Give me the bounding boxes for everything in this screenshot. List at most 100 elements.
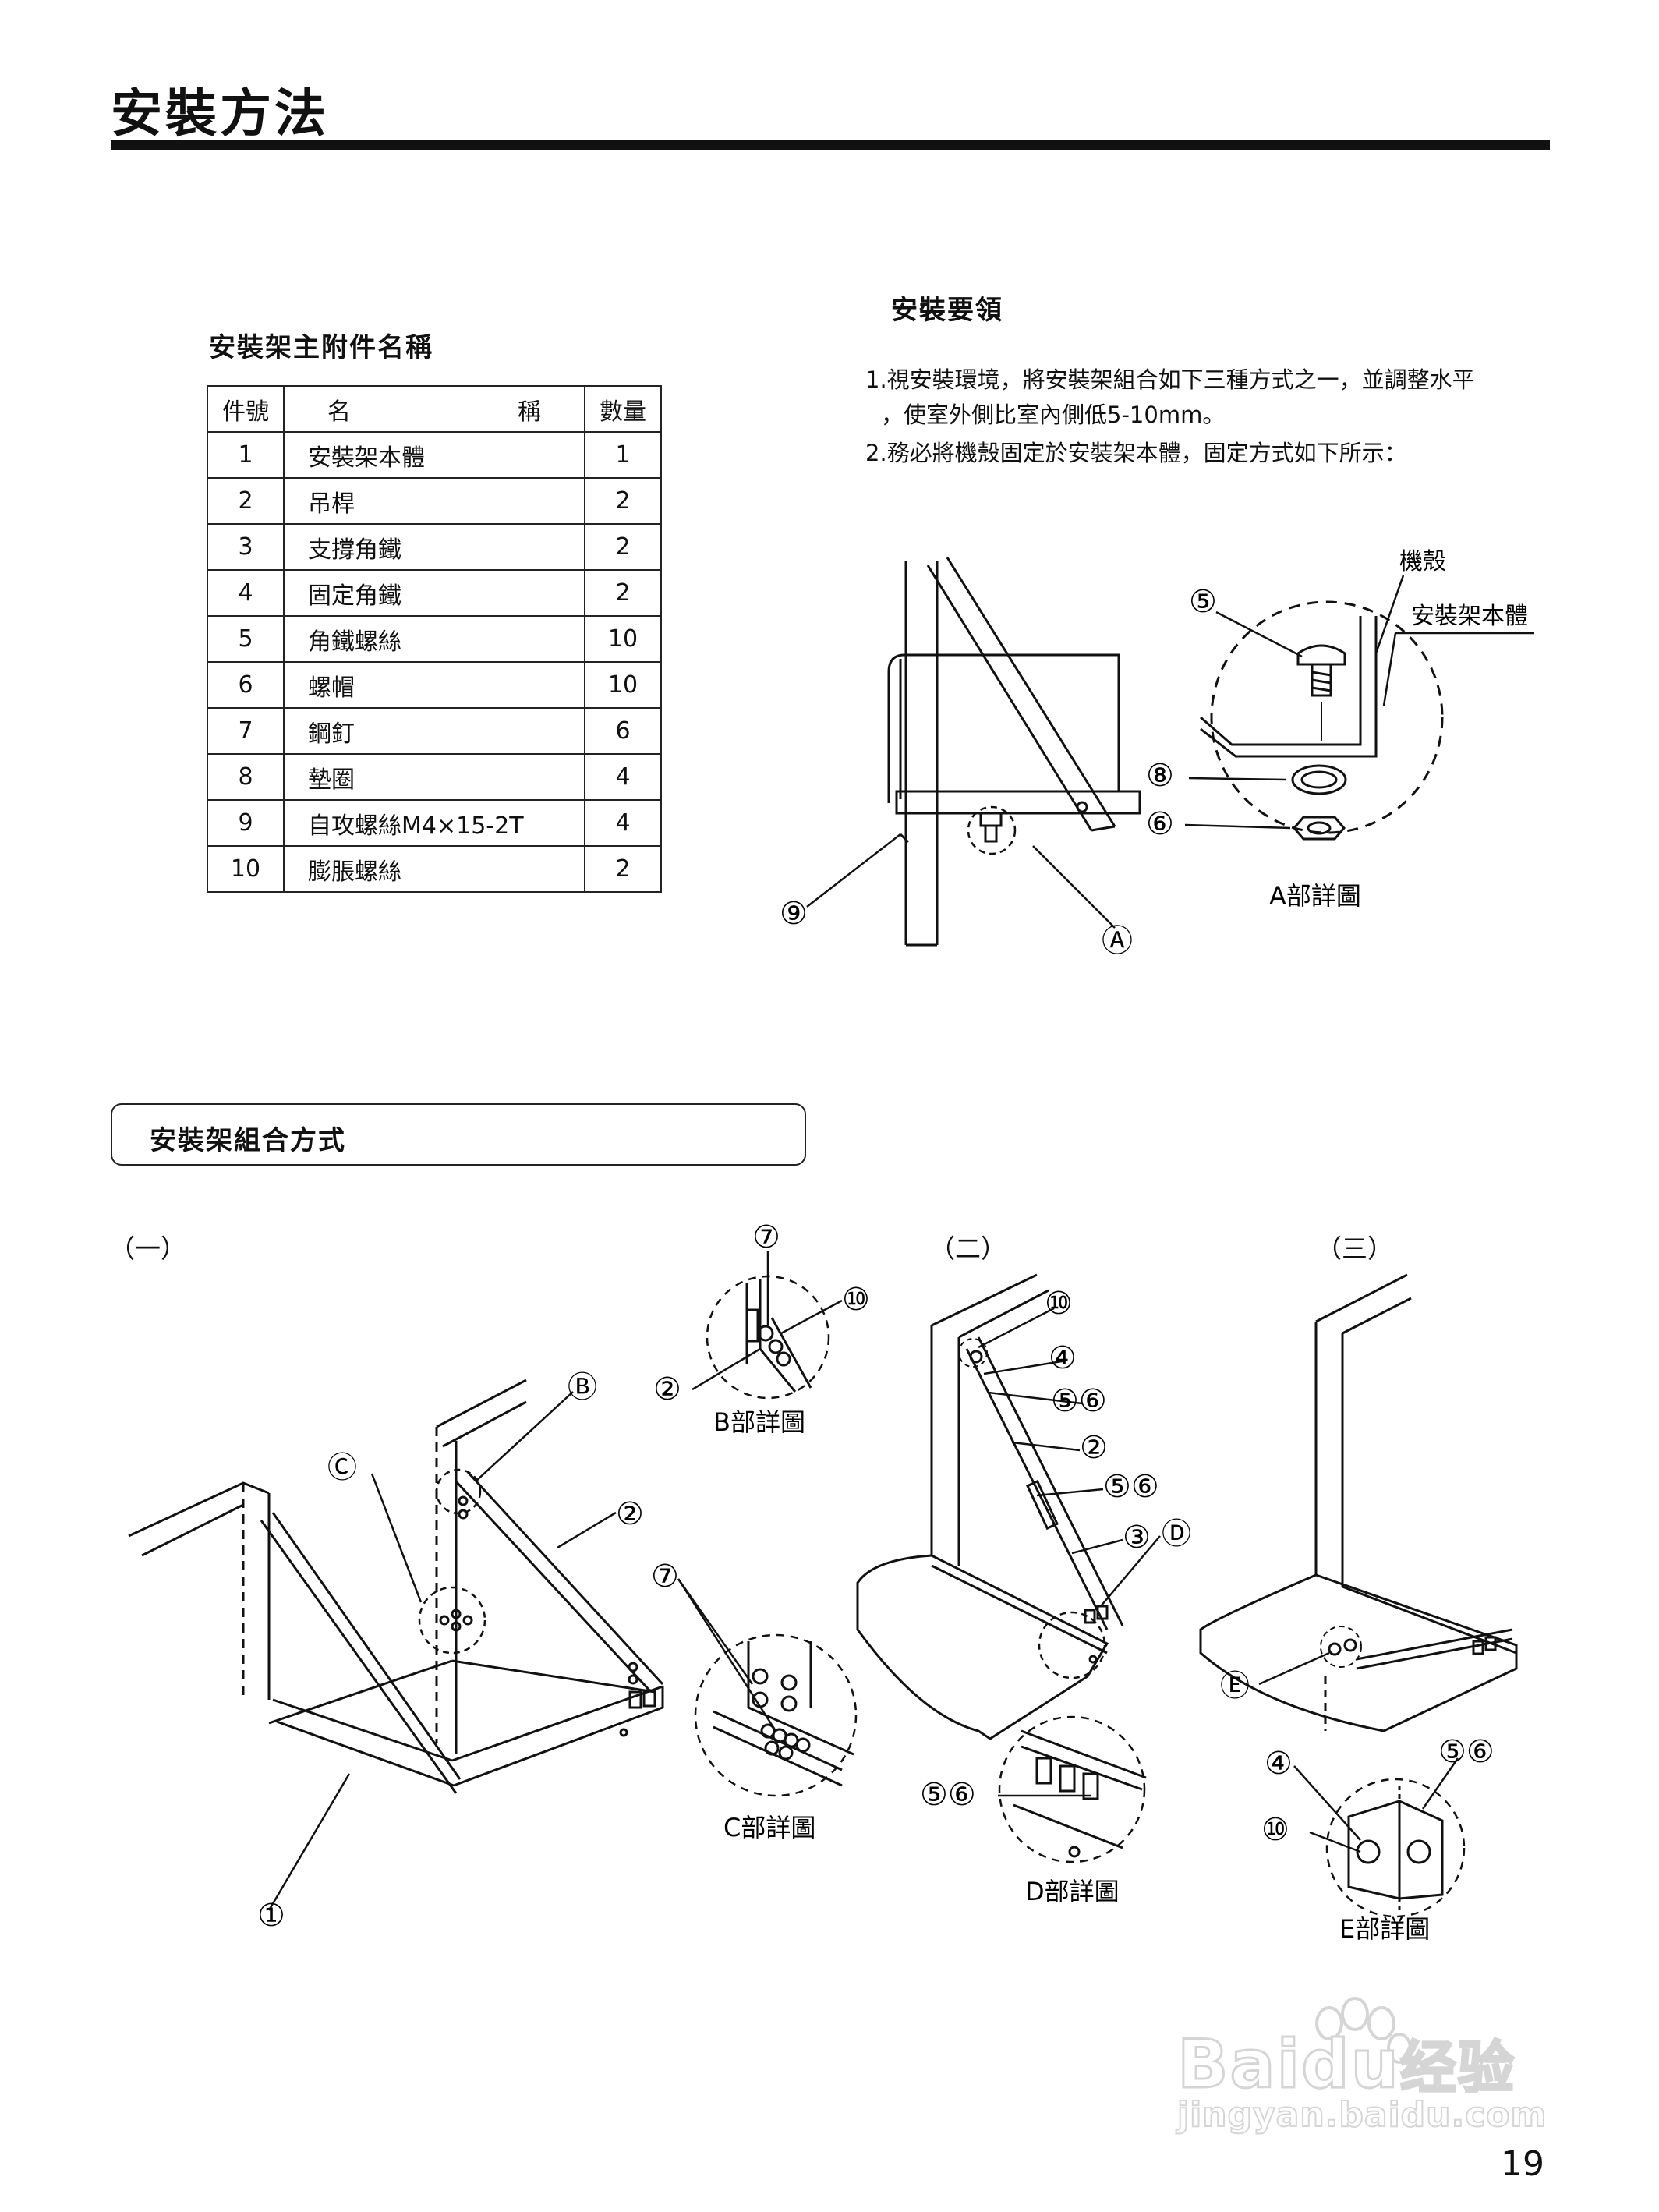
part-no: 5 bbox=[207, 615, 285, 663]
part-qty: 1 bbox=[584, 431, 662, 479]
part-qty: 10 bbox=[584, 615, 662, 663]
col-no: 件號 bbox=[207, 385, 285, 433]
part-qty: 2 bbox=[584, 569, 662, 617]
part-no: 2 bbox=[207, 477, 285, 525]
figure-a-diagram: 機殼 安裝架本體 ⑤ ⑧ ⑥ ⑨ Ⓐ A部詳圖 bbox=[780, 548, 1534, 959]
assembly-heading: 安裝架組合方式 bbox=[150, 1125, 346, 1156]
callout-7-b: ⑦ bbox=[752, 1219, 780, 1255]
step-1-line-1: 1.視安裝環境，將安裝架組合如下三種方式之一，並調整水平 bbox=[865, 366, 1475, 393]
callout-56-fig2b: ⑤⑥ bbox=[1103, 1469, 1159, 1505]
part-no: 3 bbox=[207, 523, 285, 571]
part-qty: 6 bbox=[584, 707, 662, 755]
caption-b: B部詳圖 bbox=[713, 1407, 805, 1437]
callout-56-fig2a: ⑤⑥ bbox=[1051, 1383, 1107, 1419]
col-name-b: 稱 bbox=[518, 398, 541, 426]
part-name: 膨脹螺絲 bbox=[283, 845, 585, 893]
watermark-brand-b: du bbox=[1300, 2025, 1400, 2105]
callout-b: Ⓑ bbox=[568, 1370, 597, 1404]
part-name: 角鐵螺絲 bbox=[283, 615, 585, 663]
callout-2-b: ② bbox=[653, 1371, 681, 1407]
watermark-brand-a: Bai bbox=[1176, 2025, 1302, 2105]
fig-1-label: （一） bbox=[109, 1233, 186, 1264]
part-name: 自攻螺絲M4×15-2T bbox=[283, 799, 585, 847]
part-name: 吊桿 bbox=[283, 477, 585, 525]
callout-56-d: ⑤⑥ bbox=[920, 1777, 976, 1813]
title-rule bbox=[111, 140, 1550, 150]
part-qty: 4 bbox=[584, 799, 662, 847]
part-qty: 2 bbox=[584, 477, 662, 525]
step-2: 2.務必將機殼固定於安裝架本體，固定方式如下所示： bbox=[865, 440, 1407, 466]
callout-56-e: ⑤⑥ bbox=[1438, 1734, 1495, 1770]
fig-3-label: （三） bbox=[1316, 1233, 1393, 1264]
callout-e: Ⓔ bbox=[1220, 1669, 1250, 1703]
callout-8: ⑧ bbox=[1146, 758, 1174, 794]
part-name: 安裝架本體 bbox=[283, 431, 585, 479]
callout-5: ⑤ bbox=[1189, 584, 1217, 620]
callout-9: ⑨ bbox=[780, 896, 808, 932]
callout-1: ① bbox=[257, 1898, 285, 1934]
caption-a: A部詳圖 bbox=[1269, 881, 1361, 911]
callout-10-e: ⑩ bbox=[1261, 1812, 1289, 1848]
callout-d: Ⓓ bbox=[1162, 1517, 1191, 1551]
part-no: 7 bbox=[207, 707, 285, 755]
part-no: 9 bbox=[207, 799, 285, 847]
parts-heading: 安裝架主附件名稱 bbox=[209, 332, 433, 363]
callout-a: Ⓐ bbox=[1102, 923, 1133, 959]
watermark-brand-c: 经验 bbox=[1399, 2034, 1516, 2102]
callout-2-fig1: ② bbox=[616, 1496, 644, 1532]
callout-6: ⑥ bbox=[1146, 806, 1174, 842]
part-name: 固定角鐵 bbox=[283, 569, 585, 617]
assembly-section-header: 安裝架組合方式 bbox=[111, 1103, 806, 1166]
part-qty: 4 bbox=[584, 753, 662, 801]
callout-c: Ⓒ bbox=[327, 1450, 357, 1485]
part-no: 4 bbox=[207, 569, 285, 617]
page-number: 19 bbox=[1501, 2144, 1544, 2184]
part-qty: 2 bbox=[584, 845, 662, 893]
col-qty: 數量 bbox=[584, 385, 662, 433]
part-name: 支撐角鐵 bbox=[283, 523, 585, 571]
parts-header-row: 件號 名稱 數量 bbox=[207, 385, 662, 433]
watermark-url: jingyan.baidu.com bbox=[1176, 2094, 1548, 2136]
callout-7-c: ⑦ bbox=[651, 1559, 679, 1594]
part-qty: 10 bbox=[584, 661, 662, 709]
instructions-heading: 安裝要領 bbox=[891, 295, 1003, 326]
label-frame: 安裝架本體 bbox=[1411, 603, 1528, 630]
callout-4-e: ④ bbox=[1265, 1746, 1293, 1782]
paw-icon bbox=[1315, 1997, 1412, 2064]
caption-e: E部詳圖 bbox=[1339, 1914, 1430, 1944]
baidu-watermark: Baidu经验 jingyan.baidu.com bbox=[1176, 1992, 1551, 2136]
page-title: 安裝方法 bbox=[111, 83, 329, 143]
callout-3: ③ bbox=[1123, 1520, 1151, 1555]
assembly-diagrams: Ⓑ Ⓒ ② ① ⑦ ⑩ ② B部詳圖 ⑦ C部詳圖 ⑩ ④ ⑤⑥ ② ⑤⑥ ③ … bbox=[128, 1219, 1518, 1944]
part-name: 鋼釘 bbox=[283, 707, 585, 755]
part-name: 墊圈 bbox=[283, 753, 585, 801]
callout-4-fig2: ④ bbox=[1049, 1340, 1077, 1376]
col-name-a: 名 bbox=[327, 398, 351, 426]
part-no: 8 bbox=[207, 753, 285, 801]
callout-2-fig2: ② bbox=[1080, 1430, 1108, 1466]
caption-c: C部詳圖 bbox=[723, 1813, 815, 1842]
callout-10-fig2: ⑩ bbox=[1045, 1286, 1073, 1322]
fig-2-label: （二） bbox=[929, 1233, 1006, 1264]
col-name: 名稱 bbox=[283, 385, 585, 433]
part-no: 6 bbox=[207, 661, 285, 709]
caption-d: D部詳圖 bbox=[1025, 1877, 1120, 1906]
part-no: 10 bbox=[207, 845, 285, 893]
part-no: 1 bbox=[207, 431, 285, 479]
step-1-line-2: ，使室外側比室內側低5-10mm。 bbox=[881, 402, 1226, 428]
callout-10-b: ⑩ bbox=[842, 1282, 870, 1318]
part-qty: 2 bbox=[584, 523, 662, 571]
part-name: 螺帽 bbox=[283, 661, 585, 709]
